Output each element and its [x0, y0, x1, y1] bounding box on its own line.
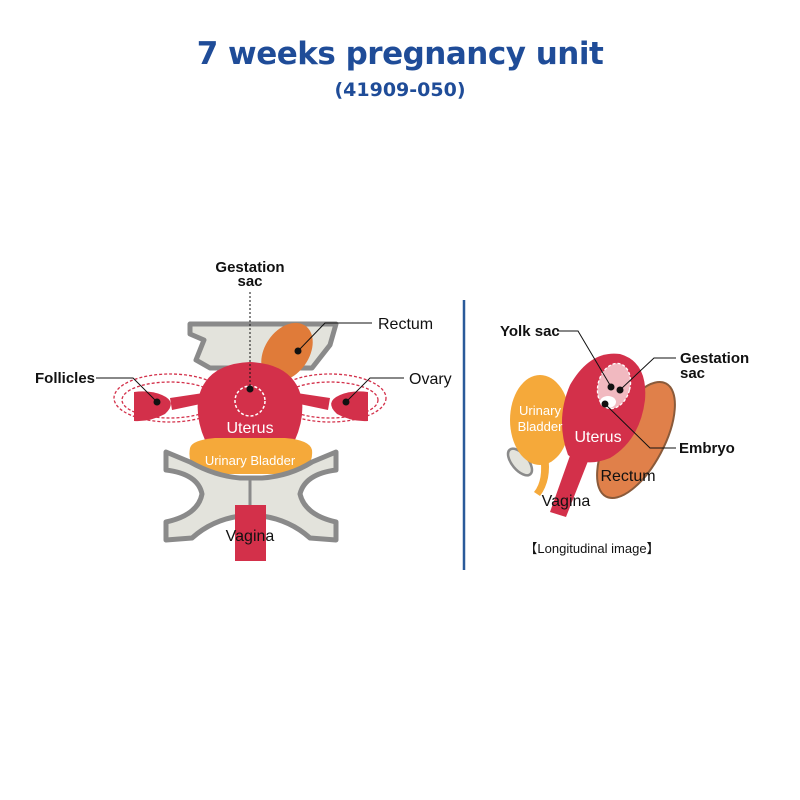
leader-rectum	[297, 322, 372, 352]
label-uterus: Uterus	[574, 429, 621, 446]
front-view: Gestation sac Rectum Follicles Ovary Ute…	[35, 259, 452, 561]
pointer-dot	[153, 398, 161, 406]
leader-yolk-sac	[557, 330, 611, 386]
label-gestation-sac: Gestation	[680, 350, 749, 367]
bladder-tail	[534, 455, 549, 496]
label-vagina: Vagina	[226, 528, 275, 545]
label-urinary-bladder: Urinary	[519, 403, 561, 418]
pointer-dot	[607, 383, 615, 391]
label-follicles: Follicles	[35, 370, 95, 387]
leader-ovary	[345, 377, 404, 403]
longitudinal-view: Yolk sac Gestation sac Embryo Uterus Uri…	[500, 323, 749, 556]
pointer-dot	[294, 347, 302, 355]
leader-embryo	[604, 403, 676, 449]
vagina-shape	[550, 450, 590, 517]
ovary-left	[134, 391, 171, 422]
label-gestation-sac-2: sac	[237, 273, 262, 290]
label-gestation-sac-2: sac	[680, 365, 705, 382]
caption-longitudinal: 【Longitudinal image】	[524, 541, 659, 556]
label-vagina: Vagina	[542, 493, 591, 510]
label-yolk-sac: Yolk sac	[500, 323, 560, 340]
bladder-shape	[189, 438, 313, 474]
pointer-dot	[616, 386, 624, 394]
label-gestation-sac: Gestation	[215, 259, 284, 276]
label-uterus: Uterus	[226, 420, 273, 437]
label-rectum: Rectum	[378, 316, 433, 333]
label-ovary: Ovary	[409, 371, 452, 388]
pointer-dot	[246, 385, 254, 393]
label-rectum: Rectum	[600, 468, 655, 485]
pointer-dot	[601, 400, 609, 408]
leader-gestation-sac	[620, 357, 676, 390]
leader-follicles	[96, 377, 159, 404]
vagina-shape	[235, 505, 266, 561]
bladder-shape	[510, 375, 570, 465]
product-code: (41909-050)	[334, 79, 466, 101]
label-urinary-bladder: Urinary Bladder	[205, 453, 296, 468]
label-embryo: Embryo	[679, 440, 735, 457]
pointer-dot	[342, 398, 350, 406]
page-title: 7 weeks pregnancy unit	[196, 36, 604, 72]
follicle-orbit-right-inner	[281, 381, 379, 419]
label-urinary-bladder-2: Bladder	[518, 419, 563, 434]
uterus-shape	[197, 362, 303, 440]
ovary-right	[331, 391, 368, 422]
